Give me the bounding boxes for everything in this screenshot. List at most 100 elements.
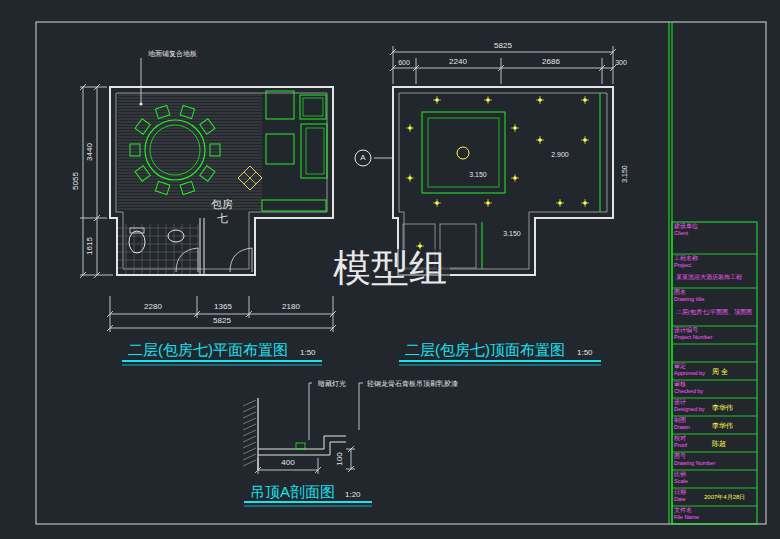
title-block-field: 工程名称 [674, 256, 698, 262]
floor-hatch [118, 98, 262, 99]
title-block-field: Scale [674, 479, 688, 485]
downlight [560, 199, 561, 207]
downlight [581, 96, 589, 104]
title-block-field: Project [674, 263, 691, 269]
floor-hatch [118, 164, 262, 165]
dimension-line [330, 311, 336, 317]
leader-line [141, 58, 142, 104]
dimension-line [348, 466, 354, 472]
title-block-field: 制图 [674, 418, 686, 424]
chair [130, 144, 140, 156]
light-trough [600, 93, 601, 212]
title-block-field: 设计 [674, 400, 686, 406]
room-number: 七 [217, 213, 228, 224]
chair [180, 181, 195, 194]
tea-table [266, 134, 294, 164]
dimension-line [348, 446, 354, 452]
drawing-title: 二层(包房七)顶面布置图 [405, 342, 565, 357]
armchair [303, 98, 323, 116]
title-underline [244, 501, 372, 503]
door-swing [176, 248, 198, 272]
armchair [300, 95, 326, 119]
dimension: 3440 [86, 143, 94, 161]
wall [200, 218, 204, 275]
scale: 1:50 [300, 349, 316, 357]
title-block-row [672, 434, 757, 435]
dimension-line [318, 458, 319, 474]
dimension-line [107, 311, 113, 317]
floor-tile [174, 224, 175, 274]
leader-line [359, 383, 363, 430]
title-block-row [672, 362, 757, 363]
floor-hatch [118, 161, 262, 162]
downlight [515, 174, 516, 182]
wall-hatch [243, 424, 256, 430]
dimension-line [315, 467, 321, 473]
ceiling-recess [422, 112, 505, 193]
title-block-field: 日期 [674, 490, 686, 496]
plant [244, 172, 256, 184]
dimension: 5825 [213, 317, 231, 325]
title-block-value: 二层(包房七)平面图、顶面图 [676, 310, 752, 316]
watermark: 模型组 [330, 249, 450, 287]
light-trough [482, 222, 483, 269]
title-block-field: 设计编号 [674, 328, 698, 334]
downlight [406, 174, 414, 182]
floor-hatch [118, 95, 262, 96]
downlight [437, 96, 438, 104]
wall-hatch [243, 442, 256, 448]
chair [155, 181, 170, 194]
floor-hatch [118, 128, 262, 129]
downlight [536, 96, 544, 104]
title-block-value: 2007年4月28日 [704, 494, 745, 500]
light-trough [482, 93, 600, 269]
dimension-line [501, 58, 502, 84]
downlight [406, 124, 414, 132]
downlight [511, 174, 519, 182]
dimension-line [602, 58, 603, 84]
dimension-line [258, 458, 259, 474]
dimension: 5825 [494, 42, 512, 50]
title-block [672, 222, 757, 524]
title-block-row [672, 254, 757, 255]
floor-hatch [118, 167, 262, 168]
door-leaf [252, 248, 253, 272]
ceiling-recess [428, 118, 499, 187]
door-leaf [252, 248, 253, 272]
wall-hatch [243, 460, 256, 466]
floor-tile [118, 252, 199, 253]
drawing-title: 吊顶A剖面图 [250, 484, 335, 499]
dimension: 2240 [449, 58, 467, 66]
dimension-line [498, 65, 504, 71]
dimension-line [80, 272, 86, 278]
wall-hatch [243, 436, 256, 442]
wall [110, 87, 333, 275]
dimension: 1365 [214, 303, 232, 311]
dimension-line [413, 65, 419, 71]
chair [200, 166, 215, 182]
title-block-row [672, 288, 757, 289]
wall [200, 218, 201, 275]
wall [393, 87, 613, 275]
plant [238, 166, 262, 190]
floor-hatch [118, 206, 262, 207]
floor-tile [190, 224, 191, 274]
dimension-line [80, 218, 107, 219]
ceiling-height: 2.900 [551, 151, 569, 158]
room-name: 包房 [211, 199, 233, 210]
title-block-row [672, 380, 757, 381]
armchair [266, 91, 294, 119]
title-block-value: 李华伟 [712, 422, 733, 429]
title-block-value: 李华伟 [712, 404, 733, 411]
dimension-line [110, 328, 333, 329]
callout-note: 暗藏灯光 [318, 380, 346, 387]
dimension-line [97, 87, 98, 275]
scale: 1:20 [345, 491, 361, 499]
title-block-field: 文件名 [674, 508, 692, 514]
floor-hatch [118, 191, 262, 192]
floor-hatch [118, 110, 262, 111]
title-underline [399, 365, 601, 366]
floor-tile [166, 224, 167, 274]
downlight [484, 199, 492, 207]
dimension: 400 [281, 459, 294, 467]
